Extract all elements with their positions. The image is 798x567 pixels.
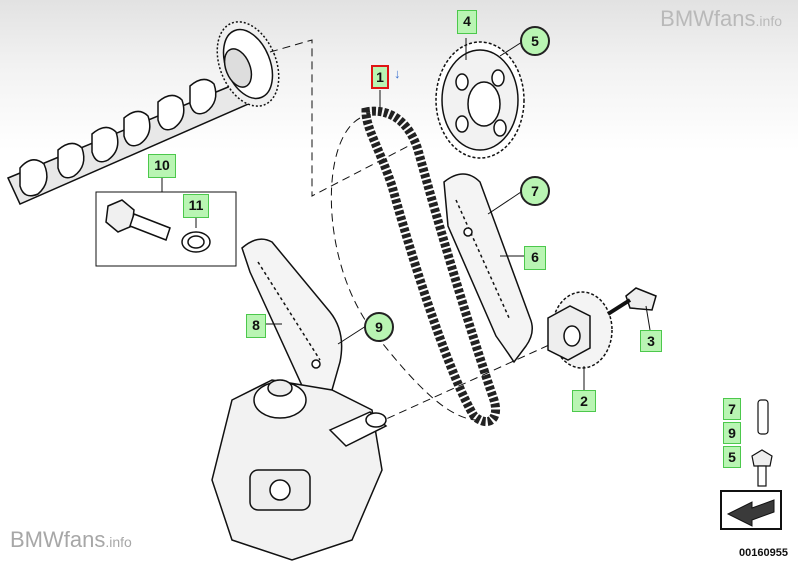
tensioning-rail: [443, 173, 533, 364]
callout-6[interactable]: 6: [524, 246, 546, 270]
arrow-down-note-icon[interactable]: ↓: [394, 66, 401, 81]
legend-item-5[interactable]: 5: [723, 446, 741, 468]
callout-10[interactable]: 10: [148, 154, 176, 178]
crankshaft-sprocket: [547, 287, 657, 369]
callout-5[interactable]: 5: [520, 26, 550, 56]
high-pressure-pump: [211, 379, 388, 561]
camshaft-sprocket: [435, 41, 525, 159]
back-arrow-icon[interactable]: [720, 490, 782, 530]
timing-chain: [361, 106, 500, 426]
bolt-kit-frame: [95, 191, 237, 267]
callout-2[interactable]: 2: [572, 390, 596, 412]
callout-11[interactable]: 11: [183, 194, 209, 218]
callout-9[interactable]: 9: [364, 312, 394, 342]
callout-3[interactable]: 3: [640, 330, 662, 352]
callout-1[interactable]: 1: [371, 65, 389, 89]
leader-lines: [161, 38, 651, 392]
back-arrow-glyph: [726, 499, 775, 527]
legend-item-7[interactable]: 7: [723, 398, 741, 420]
camshaft: [6, 21, 280, 205]
callout-4[interactable]: 4: [457, 10, 477, 34]
legend-item-9[interactable]: 9: [723, 422, 741, 444]
legend-parts: [751, 399, 773, 487]
watermark-top: BMWfans.info: [660, 6, 782, 31]
callout-7[interactable]: 7: [520, 176, 550, 206]
callout-8[interactable]: 8: [246, 314, 266, 338]
document-number: 00160955: [739, 547, 788, 559]
watermark-bottom: BMWfans.info: [10, 527, 132, 552]
